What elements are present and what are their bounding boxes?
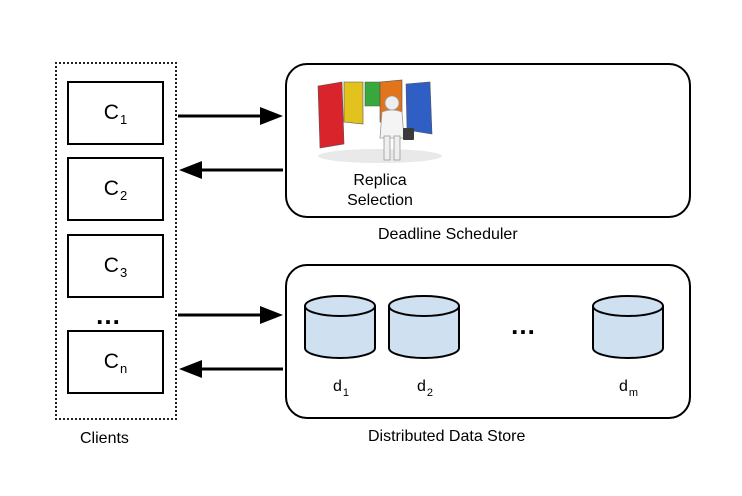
disk-d1-subscript: 1: [342, 387, 350, 399]
cylinder-top: [592, 295, 664, 317]
client-c1-subscript: 1: [119, 111, 128, 127]
disk-d1-letter: d: [333, 378, 342, 395]
client-cn-letter: C: [103, 350, 119, 373]
database-icon-d2: [388, 295, 460, 359]
disk-dm-letter: d: [619, 378, 628, 395]
disk-dm-label: dm: [619, 378, 639, 399]
replica-label-line1: Replica: [353, 172, 407, 189]
client-c3-subscript: 3: [119, 264, 128, 280]
arrow-clients-to-store: [178, 306, 283, 324]
store-ellipsis: …: [510, 310, 539, 340]
disk-d2-subscript: 2: [426, 387, 434, 399]
client-c2-subscript: 2: [119, 187, 128, 203]
client-c1-letter: C: [103, 101, 119, 124]
cylinder-top: [388, 295, 460, 317]
replica-selection-label: Replica Selection: [320, 171, 440, 211]
replica-label-line2: Selection: [347, 192, 413, 209]
client-cn-subscript: n: [119, 360, 128, 376]
replica-selection-illustration: [317, 79, 442, 163]
disk-d2-label: d2: [417, 378, 434, 399]
clients-group: [55, 62, 177, 420]
businessman-icon: [379, 95, 414, 161]
red-door-icon: [317, 81, 345, 149]
clients-label: Clients: [80, 430, 129, 447]
disk-d1-label: d1: [333, 378, 350, 399]
yellow-door-icon: [343, 81, 364, 125]
database-icon-dm: [592, 295, 664, 359]
client-c2-letter: C: [103, 177, 119, 200]
arrow-clients-to-scheduler: [178, 107, 283, 125]
arrow-store-to-clients: [179, 360, 283, 378]
blue-door-icon: [405, 81, 433, 135]
data-store-label: Distributed Data Store: [368, 428, 526, 445]
floor-shadow: [318, 149, 442, 163]
cylinder-body: [388, 306, 460, 359]
disk-d2-letter: d: [417, 378, 426, 395]
clients-ellipsis: …: [95, 300, 124, 330]
arrow-scheduler-to-clients: [179, 161, 283, 179]
disk-dm-subscript: m: [628, 387, 639, 399]
cylinder-body: [304, 306, 376, 359]
database-icon-d1: [304, 295, 376, 359]
briefcase-icon: [403, 128, 414, 140]
cylinder-top: [304, 295, 376, 317]
client-c3-letter: C: [103, 254, 119, 277]
cylinder-body: [592, 306, 664, 359]
deadline-scheduler-label: Deadline Scheduler: [378, 226, 518, 243]
